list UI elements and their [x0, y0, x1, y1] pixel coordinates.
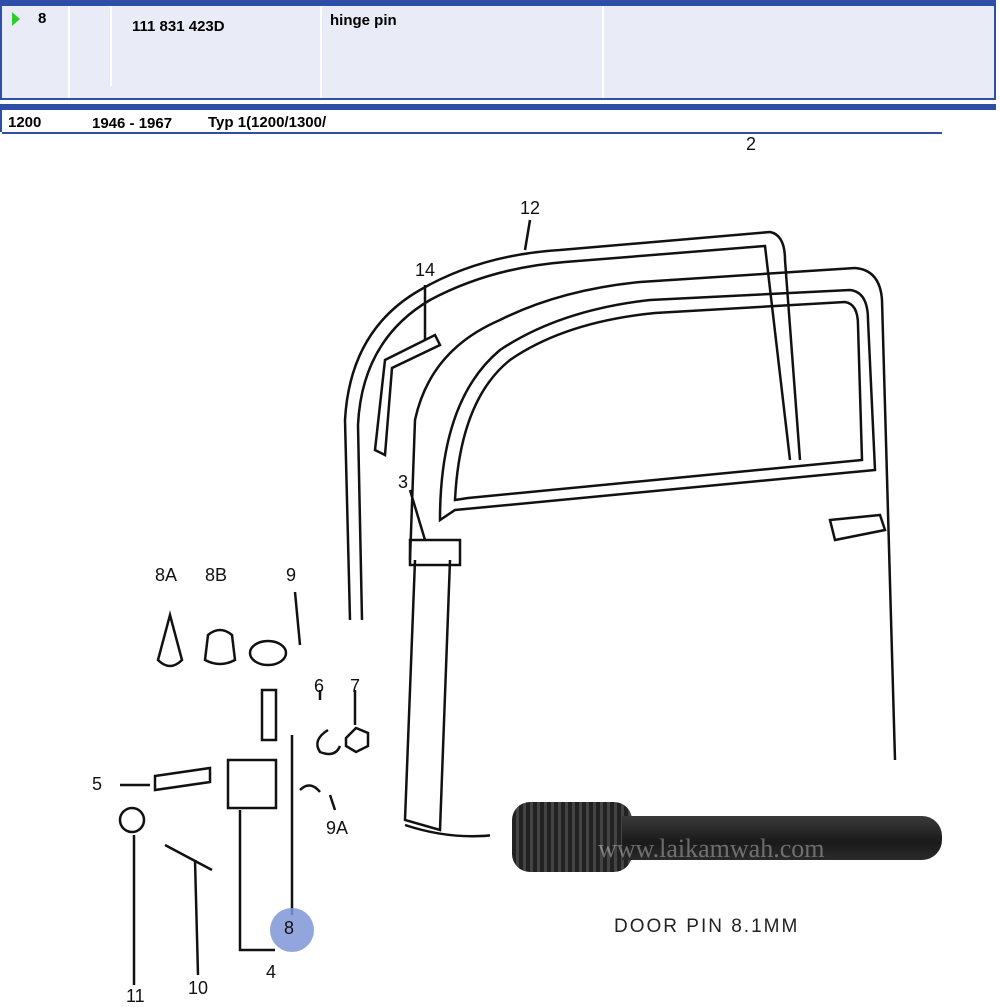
callout: 9	[286, 565, 297, 585]
callout: 14	[415, 260, 436, 280]
vehicle-type: Typ 1(1200/1300/	[208, 114, 327, 131]
years: 1946 - 1967	[92, 115, 173, 132]
callout: 5	[92, 774, 103, 794]
callout: 8B	[205, 565, 228, 585]
column-divider	[68, 6, 70, 98]
callout: 4	[266, 962, 277, 982]
model: 1200	[8, 114, 42, 131]
callout: 12	[520, 198, 541, 218]
callout: 6	[314, 676, 325, 696]
parts-table-row-selected[interactable]: 8 111 831 423D hinge pin	[0, 0, 996, 100]
callout: 10	[188, 978, 209, 998]
part-number: 111 831 423D	[132, 18, 225, 35]
column-divider	[110, 6, 112, 86]
callout: 9A	[326, 818, 349, 838]
position-number: 8	[38, 10, 47, 27]
callout-highlighted[interactable]: 8	[284, 918, 295, 938]
callout: 11	[126, 986, 145, 1006]
callout: 3	[398, 472, 409, 492]
model-row[interactable]: 1200 1946 - 1967 Typ 1(1200/1300/	[0, 104, 996, 134]
callout-highlight	[270, 908, 314, 952]
part-description: hinge pin	[330, 12, 397, 29]
photo-caption: DOOR PIN 8.1MM	[614, 916, 800, 937]
row-selector-arrow-icon	[12, 12, 20, 26]
door-seal-12	[343, 230, 802, 621]
column-divider	[320, 6, 322, 98]
callout: 7	[350, 676, 361, 696]
door-frame	[408, 266, 897, 761]
watermark: www.laikamwah.com	[598, 834, 825, 863]
callout: 2	[746, 134, 757, 154]
callout: 8A	[155, 565, 178, 585]
divider	[2, 132, 942, 134]
column-divider	[602, 6, 604, 98]
product-photo: www.laikamwah.com DOOR PIN 8.1MM	[490, 762, 1000, 1000]
door-pin-image	[512, 802, 942, 872]
